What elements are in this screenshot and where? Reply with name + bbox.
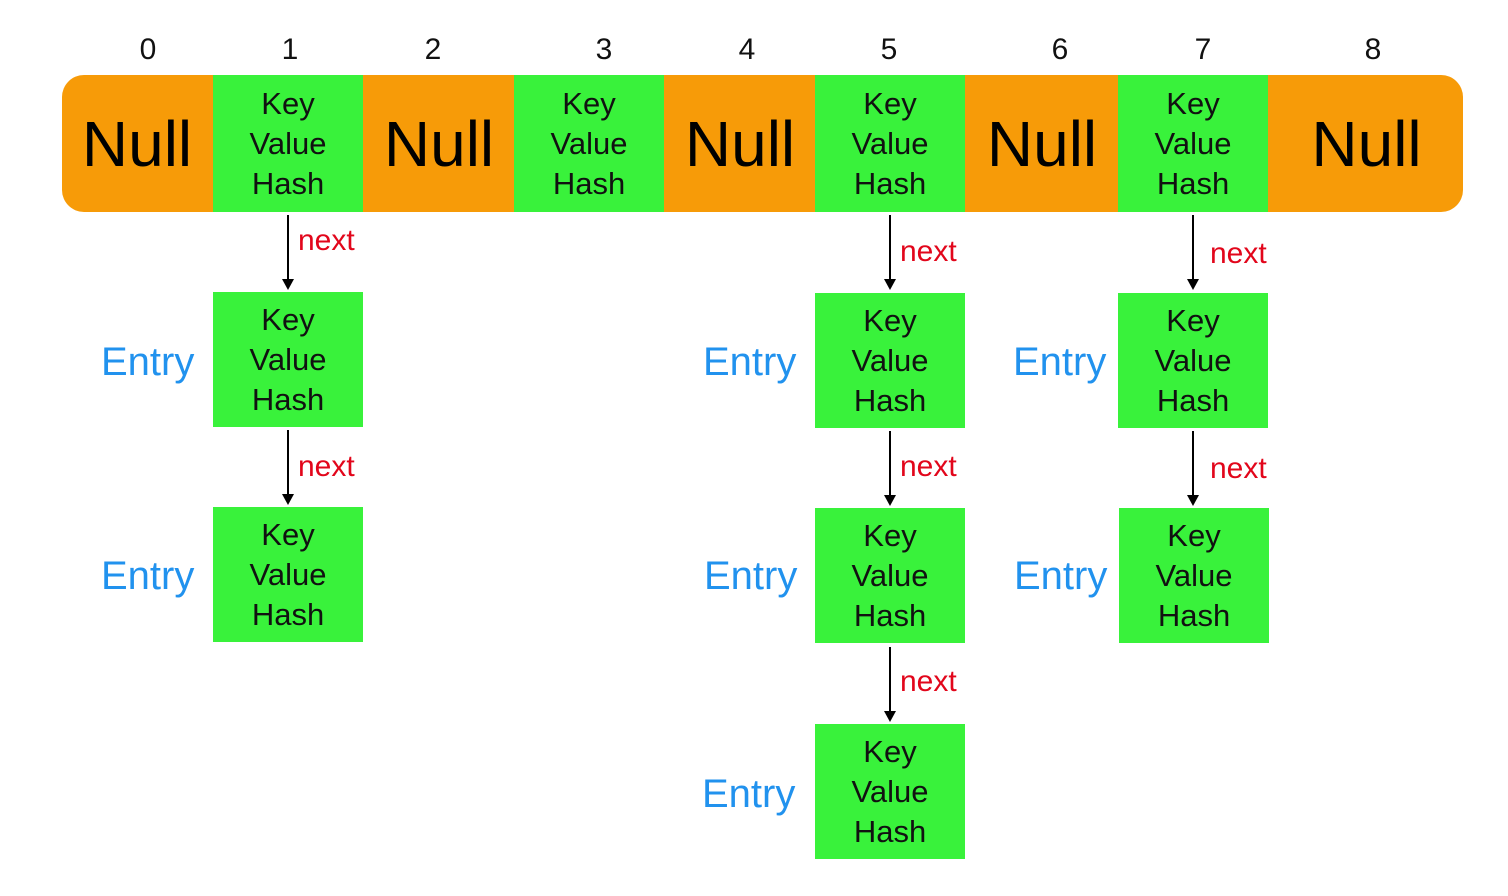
entry-label: Entry	[702, 772, 796, 816]
index-label-1: 1	[281, 33, 299, 66]
node-value: Value	[851, 773, 929, 809]
node-key: Key	[1166, 302, 1220, 338]
next-arrow	[278, 215, 298, 290]
node-hash: Hash	[853, 382, 927, 418]
node-value: Value	[550, 125, 628, 161]
node-key: Key	[261, 85, 315, 121]
entry-label: Entry	[1014, 554, 1108, 598]
node-value: Value	[249, 125, 327, 161]
next-label: next	[900, 665, 957, 698]
node-key: Key	[261, 516, 315, 552]
next-arrow	[880, 215, 900, 290]
entry-label: Entry	[704, 554, 798, 598]
index-label-7: 7	[1194, 33, 1212, 66]
next-arrow	[1183, 215, 1203, 290]
node-value: Value	[1155, 557, 1233, 593]
bucket-1-node: Key Value Hash	[213, 75, 363, 212]
next-arrow	[880, 431, 900, 506]
bucket-4-null: Null	[684, 107, 796, 180]
node-key: Key	[1166, 85, 1220, 121]
node-key: Key	[562, 85, 616, 121]
chain-node: Key Value Hash	[1118, 293, 1268, 428]
node-hash: Hash	[552, 165, 626, 201]
next-arrow	[278, 430, 298, 505]
next-label: next	[900, 450, 957, 483]
node-value: Value	[851, 125, 929, 161]
next-label: next	[900, 235, 957, 268]
next-arrow	[1183, 431, 1203, 506]
node-key: Key	[863, 733, 917, 769]
node-value: Value	[851, 557, 929, 593]
next-arrow	[880, 647, 900, 722]
index-label-4: 4	[738, 33, 756, 66]
node-value: Value	[1154, 125, 1232, 161]
node-key: Key	[863, 517, 917, 553]
index-label-0: 0	[139, 33, 157, 66]
node-key: Key	[261, 301, 315, 337]
chain-node: Key Value Hash	[815, 508, 965, 643]
chain-node: Key Value Hash	[213, 507, 363, 642]
node-hash: Hash	[251, 596, 325, 632]
node-value: Value	[249, 556, 327, 592]
entry-label: Entry	[101, 340, 195, 384]
next-label: next	[298, 450, 355, 483]
index-label-6: 6	[1051, 33, 1069, 66]
chain-node: Key Value Hash	[213, 292, 363, 427]
node-key: Key	[863, 85, 917, 121]
node-hash: Hash	[251, 381, 325, 417]
chain-node: Key Value Hash	[815, 293, 965, 428]
index-label-3: 3	[595, 33, 613, 66]
bucket-7-node: Key Value Hash	[1118, 75, 1268, 212]
index-label-5: 5	[880, 33, 898, 66]
node-value: Value	[1154, 342, 1232, 378]
bucket-6-null: Null	[986, 107, 1098, 180]
chain-node: Key Value Hash	[815, 724, 965, 859]
entry-label: Entry	[703, 340, 797, 384]
bucket-2-null: Null	[383, 107, 495, 180]
node-hash: Hash	[853, 165, 927, 201]
bucket-5-node: Key Value Hash	[815, 75, 965, 212]
index-label-2: 2	[424, 33, 442, 66]
bucket-8-null: Null	[1311, 107, 1422, 180]
node-hash: Hash	[1156, 382, 1230, 418]
node-key: Key	[863, 302, 917, 338]
next-label: next	[298, 224, 355, 257]
next-label: next	[1210, 237, 1267, 270]
node-key: Key	[1167, 517, 1221, 553]
entry-label: Entry	[1013, 340, 1107, 384]
node-value: Value	[851, 342, 929, 378]
node-hash: Hash	[853, 813, 927, 849]
node-value: Value	[249, 341, 327, 377]
chain-node: Key Value Hash	[1119, 508, 1269, 643]
index-label-8: 8	[1364, 33, 1382, 66]
next-label: next	[1210, 452, 1267, 485]
bucket-3-node: Key Value Hash	[514, 75, 664, 212]
entry-label: Entry	[101, 554, 195, 598]
node-hash: Hash	[1157, 597, 1231, 633]
node-hash: Hash	[1156, 165, 1230, 201]
node-hash: Hash	[853, 597, 927, 633]
bucket-0-null: Null	[81, 107, 193, 180]
node-hash: Hash	[251, 165, 325, 201]
